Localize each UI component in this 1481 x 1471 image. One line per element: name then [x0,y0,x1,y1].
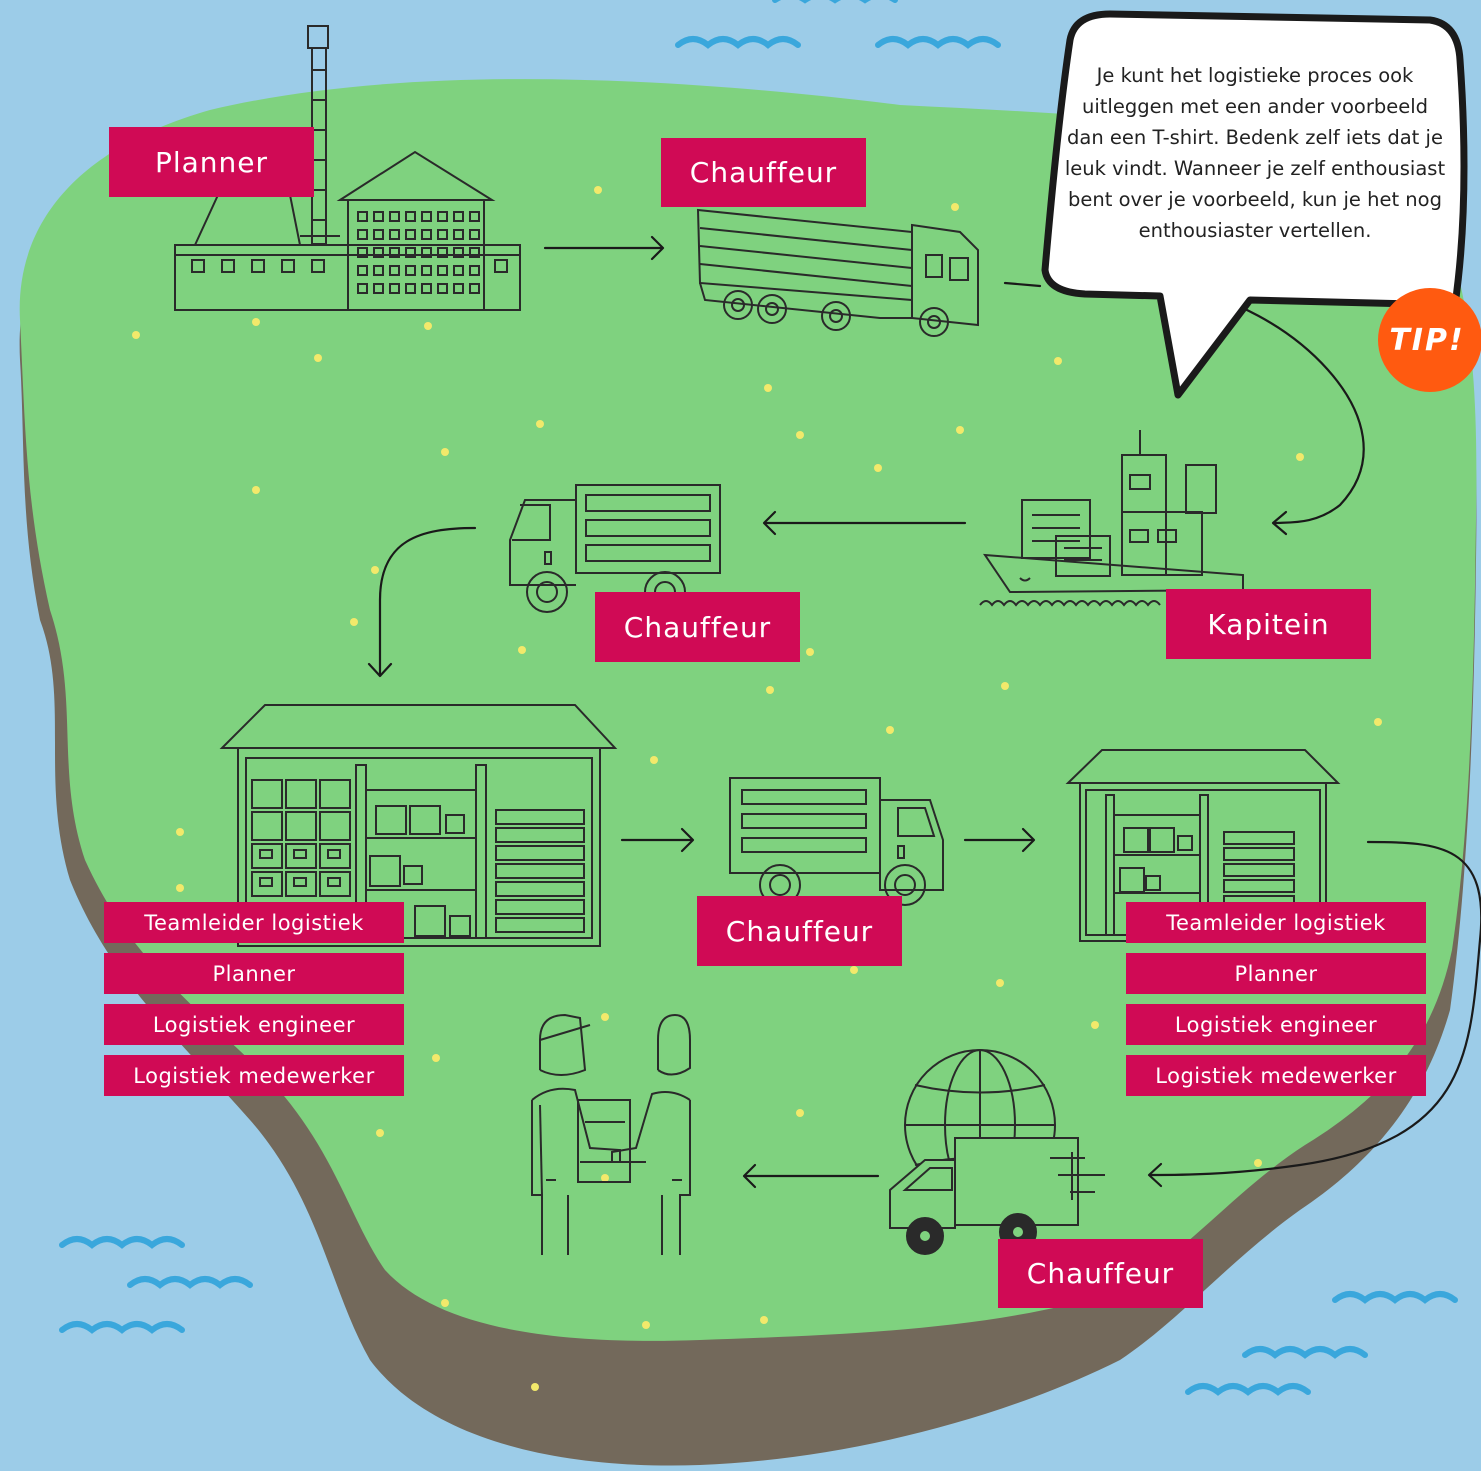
waves [59,0,1458,1396]
tip-text: Je kunt het logistieke proces ook uitleg… [1064,64,1446,242]
box-truck-icon [509,484,721,613]
label-chauffeur-row2: Chauffeur [595,592,800,662]
delivery-globe-truck-icon [889,1049,1105,1255]
decorative-dots [132,186,1382,1391]
flow-arrows [367,235,1481,1189]
label-kapitein: Kapitein [1166,589,1371,659]
cargo-ship-icon [979,430,1244,607]
label-chauffeur-bottom: Chauffeur [998,1239,1203,1308]
warehouse-icon [219,704,618,947]
role-right-medewerker: Logistiek medewerker [1126,1055,1426,1096]
role-left-medewerker: Logistiek medewerker [104,1055,404,1096]
role-right-planner: Planner [1126,953,1426,994]
label-chauffeur-middle: Chauffeur [697,896,902,966]
factory-icon [174,25,521,311]
role-left-teamleider: Teamleider logistiek [104,902,404,943]
tip-speech-bubble [1041,10,1468,399]
label-chauffeur-truck: Chauffeur [661,138,866,207]
role-right-engineer: Logistiek engineer [1126,1004,1426,1045]
cargo-truck-icon [696,208,979,337]
handover-people-icon [531,1013,691,1255]
role-right-teamleider: Teamleider logistiek [1126,902,1426,943]
tip-badge: TIP! [1378,288,1481,392]
role-left-engineer: Logistiek engineer [104,1004,404,1045]
role-left-planner: Planner [104,953,404,994]
label-planner: Planner [109,127,314,197]
